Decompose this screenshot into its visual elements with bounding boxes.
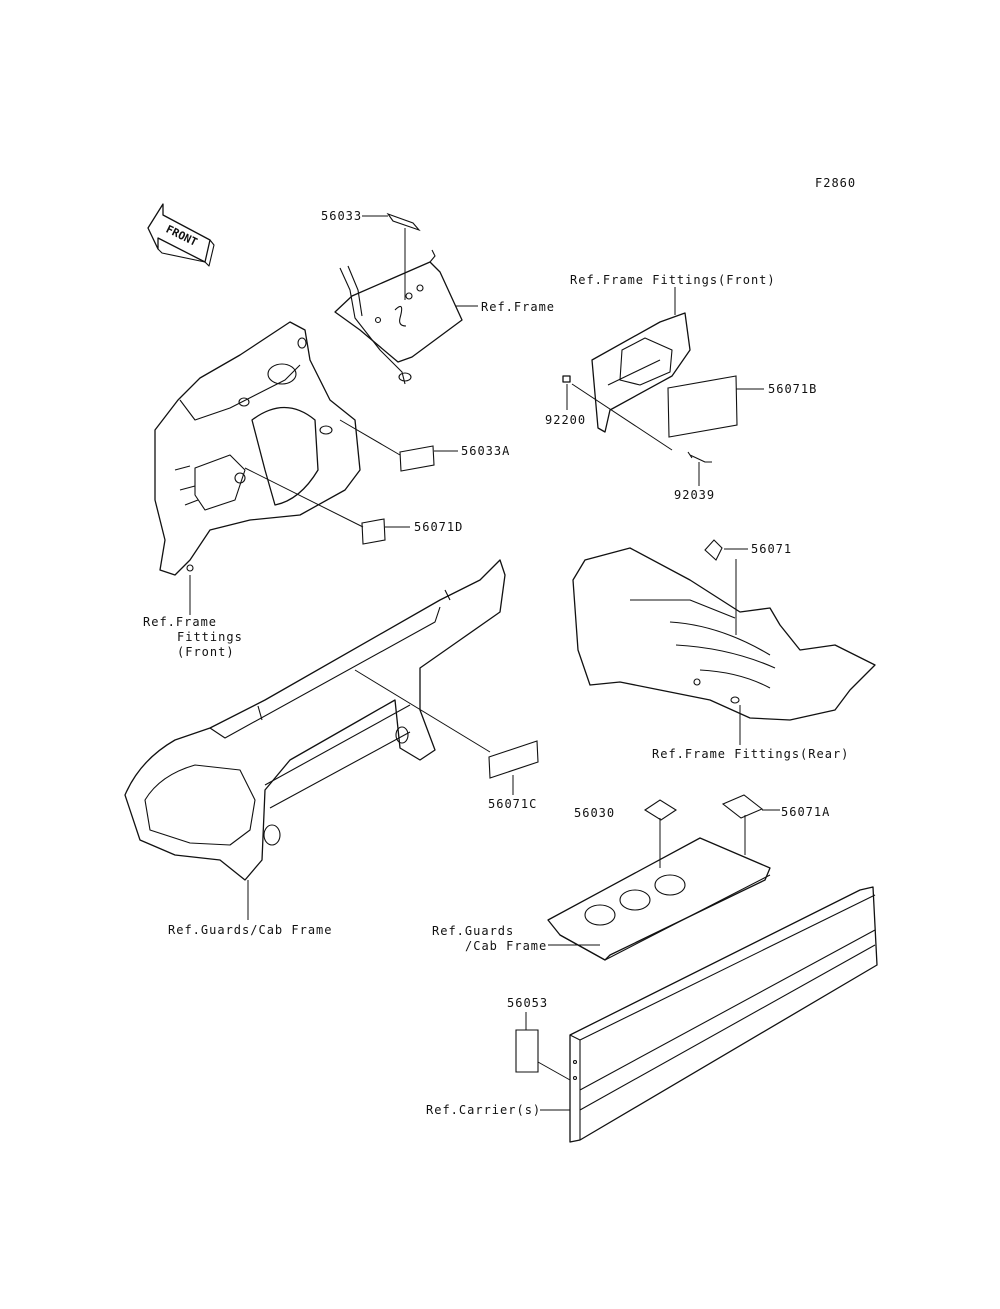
label-decal-56033 xyxy=(386,212,421,232)
front-dash-panel xyxy=(154,321,361,576)
ref-label-frame-fittings-rear: Ref.Frame Fittings(Rear) xyxy=(652,747,850,761)
front-arrow-icon: FRONT xyxy=(147,203,215,267)
part-label-56053: 56053 xyxy=(507,996,549,1010)
part-label-92039: 92039 xyxy=(674,488,716,502)
frame-fittings-rear-cover xyxy=(572,547,876,721)
label-decal-56071B xyxy=(667,375,738,438)
part-label-56071B: 56071B xyxy=(768,382,818,396)
frame-fittings-front-cover xyxy=(591,312,691,433)
part-label-56071D: 56071D xyxy=(414,520,464,534)
label-decal-56071 xyxy=(704,539,723,561)
part-label-56071C: 56071C xyxy=(488,797,538,811)
ref-label-guards-cab-frame-right-line2: /Cab Frame xyxy=(465,939,548,953)
part-label-92200: 92200 xyxy=(545,413,587,427)
leader-lines xyxy=(189,215,780,1111)
ref-label-guards-cab-frame-left: Ref.Guards/Cab Frame xyxy=(168,923,333,937)
screw-92200 xyxy=(562,375,571,383)
label-decal-56030 xyxy=(643,799,678,821)
label-decal-56071C xyxy=(488,740,539,779)
figure-code: F2860 xyxy=(815,176,857,190)
dash-plate xyxy=(547,837,771,961)
ref-label-guards-cab-frame-right-line1: Ref.Guards xyxy=(432,924,515,938)
guard-frame xyxy=(124,559,506,881)
ref-label-frame-fittings-front-top: Ref.Frame Fittings(Front) xyxy=(570,273,776,287)
part-label-56033: 56033 xyxy=(321,209,363,223)
part-label-56033A: 56033A xyxy=(461,444,511,458)
frame-bracket xyxy=(334,249,463,385)
carrier-panel xyxy=(569,886,878,1143)
label-decal-56053 xyxy=(515,1029,539,1073)
rivet-92039 xyxy=(687,451,712,463)
ref-label-frame: Ref.Frame xyxy=(481,300,556,314)
label-decal-56071A xyxy=(721,794,764,819)
part-label-56030: 56030 xyxy=(574,806,616,820)
part-label-56071A: 56071A xyxy=(781,805,831,819)
ref-label-carriers: Ref.Carrier(s) xyxy=(426,1103,542,1117)
ref-label-frame-fittings-front-left-line3: (Front) xyxy=(177,645,235,659)
part-label-56071: 56071 xyxy=(751,542,793,556)
ref-label-frame-fittings-front-left-line2: Fittings xyxy=(177,630,243,644)
label-decal-56071D xyxy=(361,518,386,545)
label-decal-56033A xyxy=(399,445,435,472)
ref-label-frame-fittings-front-left-line1: Ref.Frame xyxy=(143,615,218,629)
